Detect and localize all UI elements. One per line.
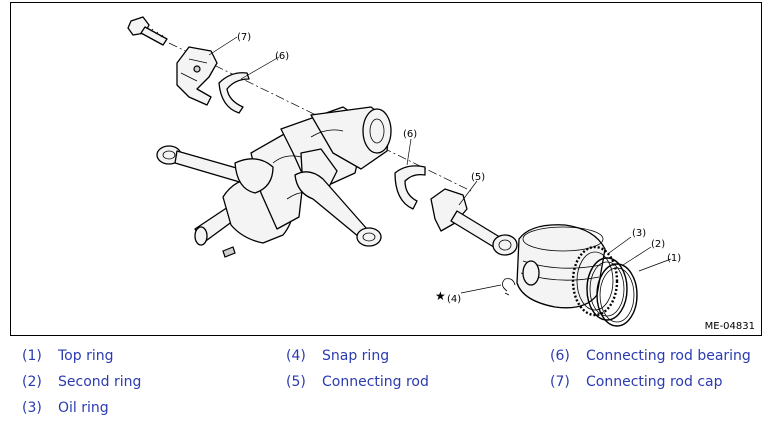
diagram-frame: (7) (6) (6) (5) (3) (2) (1) ★ (4) ME-048… [10,2,762,336]
callout-3: (3) [632,228,646,239]
legend-item-oil-ring: (3) Oil ring [22,400,109,416]
connecting-rod-bearing-lower [394,165,426,210]
leader-1 [638,258,672,272]
star-icon: ★ [435,289,446,303]
legend-label: Connecting rod cap [586,374,723,390]
legend-number: (5) [286,374,306,390]
legend-label: Connecting rod bearing [586,348,751,364]
connecting-rod-cap [176,46,218,106]
legend-item-connecting-rod-bearing: (6) Connecting rod bearing [550,348,751,364]
legend-number: (3) [22,400,42,416]
callout-7: (7) [237,32,251,43]
leader-5 [458,180,478,206]
connecting-rod-left-lower [294,171,382,247]
callout-6-lower: (6) [403,129,417,140]
exploded-view-drawing: (7) (6) (6) (5) (3) (2) (1) ★ (4) [127,16,681,327]
legend-number: (2) [22,374,42,390]
connecting-rod [430,188,518,256]
leader-7 [208,36,238,56]
leader-2 [622,246,652,266]
second-ring [586,257,628,321]
leader-6b [406,138,412,166]
legend-item-connecting-rod-cap: (7) Connecting rod cap [550,374,723,390]
connecting-rod-left-upper [156,145,274,194]
legend-number: (1) [22,348,42,364]
leader-6a [240,56,280,80]
legend-item-snap-ring: (4) Snap ring [286,348,389,364]
legend-label: Oil ring [58,400,109,416]
leader-4 [460,284,502,294]
rod-cap-bolt [127,16,168,46]
legend-item-top-ring: (1) Top ring [22,348,113,364]
leader-3 [608,236,632,254]
legend-label: Top ring [58,348,114,364]
snap-ring [502,278,516,296]
callout-6-upper: (6) [275,51,289,62]
legend-number: (7) [550,374,570,390]
legend-item-second-ring: (2) Second ring [22,374,141,390]
legend-item-connecting-rod: (5) Connecting rod [286,374,429,390]
figure-id: ME-04831 [704,321,755,332]
piston [516,224,606,309]
top-ring [596,263,638,327]
callout-4: (4) [447,294,461,305]
legend-label: Connecting rod [322,374,429,390]
legend-number: (4) [286,348,306,364]
callout-1: (1) [667,253,681,264]
legend-label: Snap ring [322,348,390,364]
connecting-rod-bearing-upper [218,72,250,114]
callout-5: (5) [471,172,485,183]
legend-number: (6) [550,348,570,364]
callout-2: (2) [651,239,665,250]
legend-label: Second ring [58,374,142,390]
oil-ring [571,245,619,317]
